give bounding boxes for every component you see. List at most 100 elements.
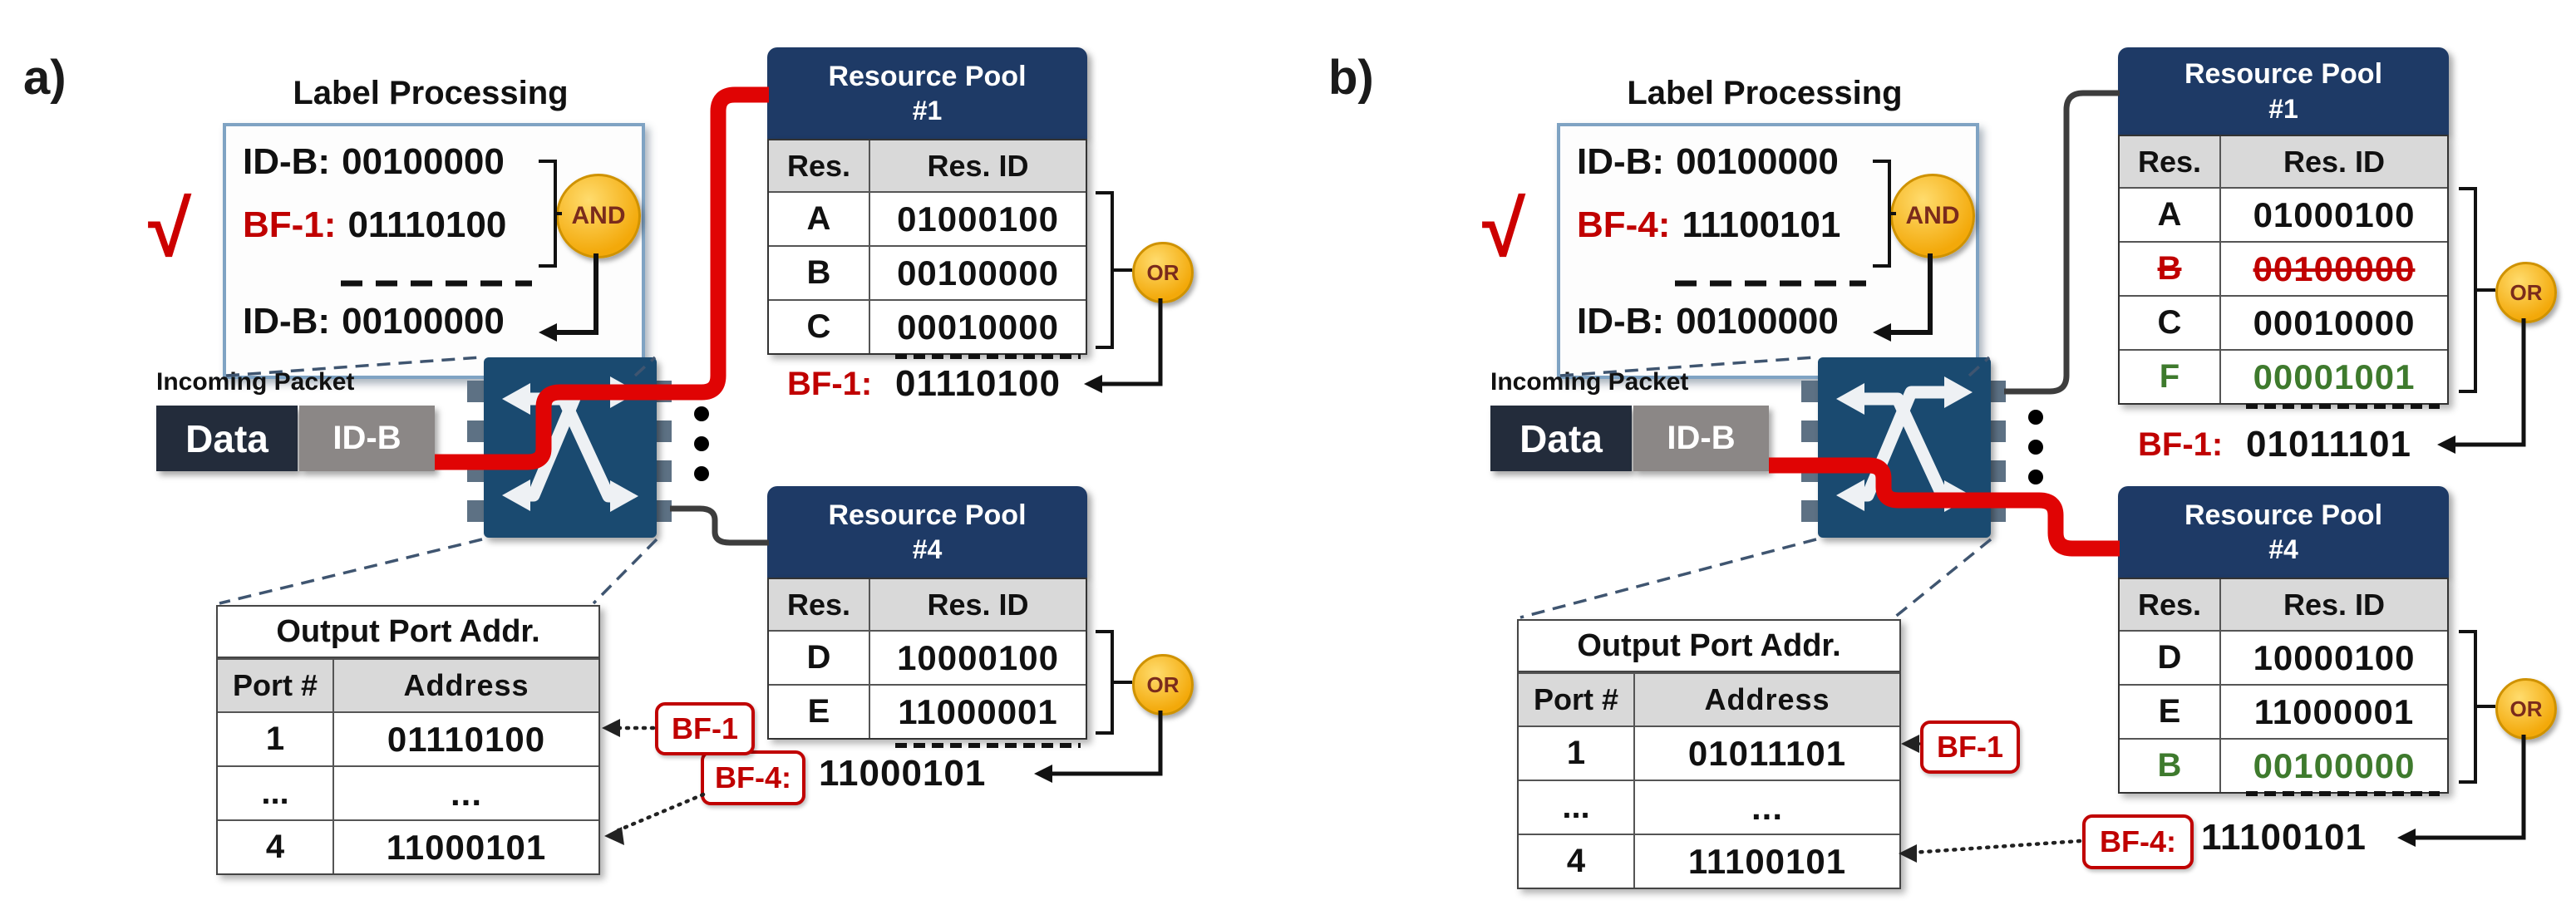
port-tab-icon — [655, 500, 672, 522]
address-cell: 01110100 — [387, 719, 546, 759]
address-cell: 11100101 — [1687, 841, 1847, 881]
switch-a — [467, 357, 673, 538]
table-row: B 00100000 — [769, 245, 1086, 299]
packet-idb-field-b: ID-B — [1633, 406, 1769, 471]
bf1-key-a: BF-1: — [787, 366, 873, 402]
resource-pool-4-table-b: Res. Res. ID D 10000100 E 11000001 B 001… — [2118, 578, 2449, 794]
lp-row2-value-b: 11100101 — [1682, 204, 1841, 245]
col-address: Address — [403, 668, 529, 702]
label-processing-title-a: Label Processing — [293, 75, 569, 111]
pool-title: Resource Pool — [2184, 58, 2383, 91]
bf1-key-b: BF-1: — [2138, 426, 2224, 463]
port-tab-icon — [1801, 381, 1818, 402]
table-row: E 11000001 — [769, 684, 1086, 738]
resource-pool-4-table-a: Res. Res. ID D 10000100 E 11000001 — [767, 578, 1087, 740]
table-header-row: Res. Res. ID — [769, 579, 1086, 630]
table-header-row: Res. Res. ID — [2120, 136, 2447, 187]
or-operator-badge: OR — [1132, 242, 1194, 303]
table-row: ... ... — [1519, 780, 1899, 834]
res-id-cell: 00010000 — [2253, 302, 2416, 342]
table-row-added: F 00001001 — [2120, 349, 2447, 403]
or-bracket-pool4-a — [1096, 630, 1132, 735]
res-cell: C — [2120, 297, 2221, 349]
link-to-pool1-b — [2004, 90, 2120, 395]
res-id-cell: 10000100 — [897, 637, 1059, 677]
lp-row3-a: ID-B: 00100000 — [243, 301, 505, 342]
incoming-packet-title-b: Incoming Packet — [1490, 368, 1689, 396]
lp-row2-key-a: BF-1: — [243, 204, 337, 245]
lp-row1-key-b: ID-B: — [1577, 141, 1665, 182]
address-cell: 11000101 — [386, 827, 547, 867]
packet-data-field-b: Data — [1490, 406, 1632, 471]
res-cell: F — [2120, 351, 2221, 403]
res-id-cell: 11000001 — [2253, 691, 2415, 731]
lp-row2-key-b: BF-4: — [1577, 204, 1671, 245]
port-cell: ... — [218, 767, 334, 819]
pool-title: Resource Pool — [2184, 499, 2383, 531]
more-ports-dots-icon — [694, 436, 709, 451]
arrowhead-icon — [1899, 844, 1917, 863]
port-tab-icon — [655, 460, 672, 482]
col-res: Res. — [2120, 579, 2221, 630]
res-id-cell: 00100000 — [2253, 745, 2416, 785]
output-table-title: Output Port Addr. — [1519, 621, 1899, 672]
table-row-added: B 00100000 — [2120, 738, 2447, 792]
switch-icon — [1818, 357, 1991, 538]
address-cell: ... — [450, 773, 482, 813]
col-res: Res. — [769, 140, 870, 191]
pool-number: #1 — [2268, 93, 2298, 124]
check-icon: √ — [148, 185, 192, 273]
or-bracket-pool4-b — [2459, 630, 2495, 784]
port-cell: 4 — [218, 821, 334, 873]
col-res-id: Res. ID — [927, 587, 1029, 622]
more-ports-dots-icon — [2028, 440, 2043, 455]
res-cell: A — [769, 193, 870, 245]
and-operator-badge: AND — [556, 174, 641, 258]
more-ports-dots-icon — [694, 406, 709, 421]
table-row: 1 01011101 — [1519, 725, 1899, 780]
res-id-cell: 00001001 — [2253, 357, 2416, 396]
lp-row2-a: BF-1: 01110100 — [243, 204, 506, 246]
bf1-value-b: 01011101 — [2246, 424, 2411, 465]
address-cell: ... — [1751, 787, 1783, 827]
table-row: A 01000100 — [2120, 187, 2447, 241]
col-res-id: Res. ID — [2283, 144, 2386, 179]
bf1-value-a: 01110100 — [895, 363, 1061, 404]
panel-b-label: b) — [1328, 51, 1374, 105]
bf4-value-a: 11000101 — [819, 753, 987, 794]
port-cell: 1 — [1519, 727, 1635, 780]
res-cell: B — [769, 247, 870, 299]
address-cell: 01011101 — [1687, 733, 1847, 773]
table-header-row: Res. Res. ID — [769, 140, 1086, 191]
lp-row3-key-b: ID-B: — [1577, 301, 1665, 342]
lp-row1-value-a: 00100000 — [342, 141, 505, 182]
table-header-row: Port # Address — [1519, 672, 1899, 725]
more-ports-dots-icon — [694, 466, 709, 481]
panel-a-label: a) — [23, 51, 66, 105]
port-tab-icon — [467, 421, 484, 442]
port-tab-icon — [655, 421, 672, 442]
port-tab-icon — [1989, 421, 2006, 442]
lp-row3-value-a: 00100000 — [342, 301, 505, 342]
col-port: Port # — [218, 660, 334, 711]
port-cell: ... — [1519, 781, 1635, 834]
resource-pool-1-table-b: Res. Res. ID A 01000100 B 00100000 C 000… — [2118, 135, 2449, 405]
lp-row1-a: ID-B: 00100000 — [243, 141, 505, 183]
or-bracket-pool1-b — [2459, 187, 2495, 393]
port-tab-icon — [1989, 460, 2006, 482]
arrowhead-icon — [1901, 735, 1919, 753]
col-res: Res. — [2120, 136, 2221, 187]
table-header-row: Res. Res. ID — [2120, 579, 2447, 630]
col-port: Port # — [1519, 674, 1635, 725]
lp-row3-value-b: 00100000 — [1676, 301, 1839, 342]
port-tab-icon — [1989, 381, 2006, 402]
lp-row3-b: ID-B: 00100000 — [1577, 301, 1839, 342]
port-tab-icon — [1801, 500, 1818, 522]
arrowhead-icon — [2397, 829, 2416, 847]
table-row-removed: B 00100000 — [2120, 241, 2447, 295]
table-row: C 00010000 — [2120, 295, 2447, 349]
table-row: D 10000100 — [2120, 630, 2447, 684]
port-tab-icon — [467, 500, 484, 522]
lp-row1-b: ID-B: 00100000 — [1577, 141, 1839, 183]
bf4-value-b: 11100101 — [2201, 817, 2367, 858]
